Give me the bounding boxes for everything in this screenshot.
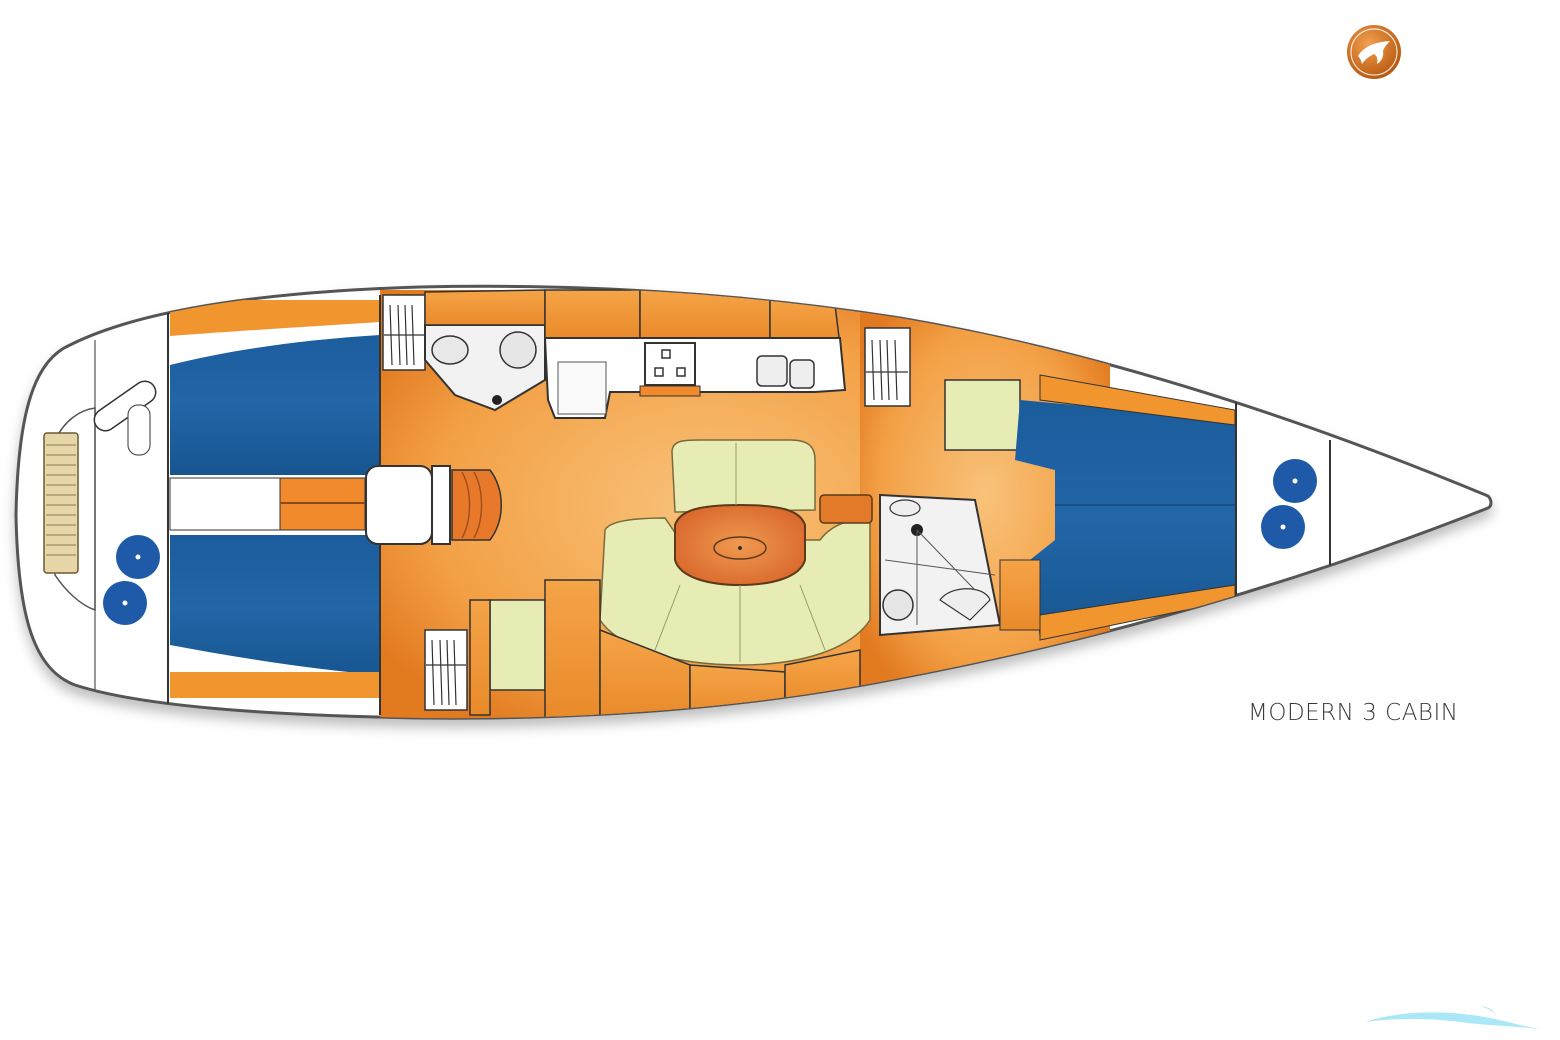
aft-cabin-starboard <box>170 535 380 698</box>
fender-icon-bow-1 <box>1273 459 1317 503</box>
liferaft <box>93 380 157 456</box>
hanging-locker-port-aft <box>382 294 426 371</box>
saloon-dinette <box>599 439 873 666</box>
toilet-forward <box>882 589 914 621</box>
swim-platform-grating <box>43 432 79 574</box>
fridge <box>557 361 607 415</box>
galley <box>543 337 847 419</box>
layout-caption: MODERN 3 CABIN <box>1248 700 1459 726</box>
wave-watermark-icon <box>1365 1006 1545 1030</box>
hanging-locker-forward <box>864 327 911 407</box>
sink-left <box>756 355 788 387</box>
fender-icon-aft-1 <box>116 535 160 579</box>
nav-seat <box>819 494 873 524</box>
hanging-locker-starboard-aft <box>424 629 468 711</box>
cockpit <box>43 340 96 690</box>
aft-cabin-port <box>170 300 380 475</box>
fender-icon-bow-2 <box>1261 505 1305 549</box>
forward-head <box>879 493 1002 637</box>
fender-icon-aft-2 <box>103 581 147 625</box>
galley-joinery <box>424 289 841 346</box>
bird-logo-icon <box>1347 25 1401 79</box>
companionway <box>365 465 502 545</box>
sink-right <box>789 359 815 389</box>
aft-head <box>424 324 546 412</box>
